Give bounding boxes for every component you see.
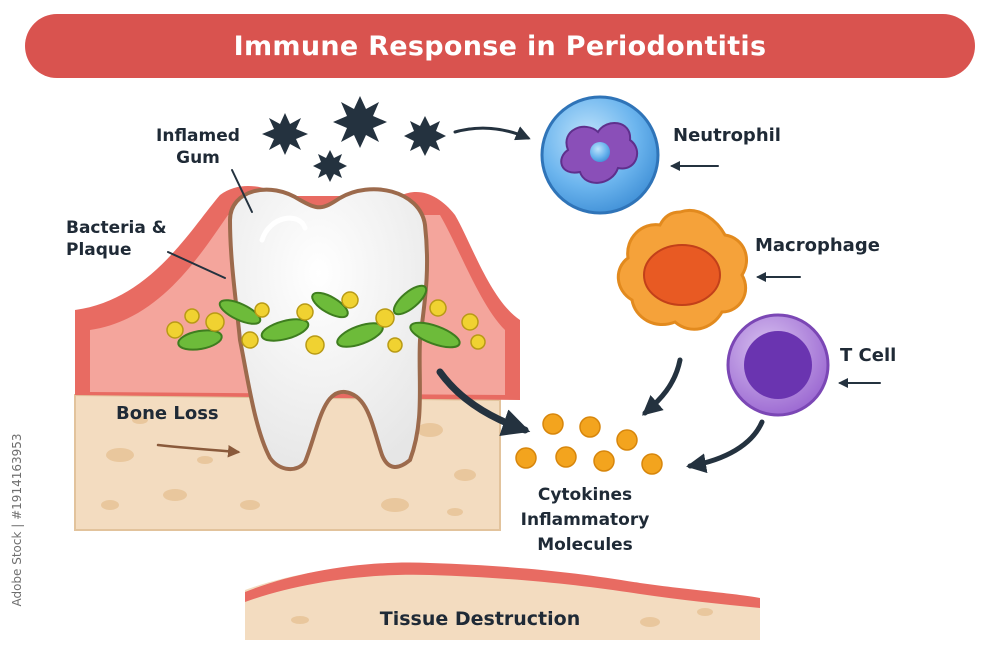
label-tissue-destruction: Tissue Destruction: [379, 608, 581, 630]
cytokine-cluster: [515, 413, 663, 475]
label-cytokines: Cytokines Inflammatory Molecules: [500, 483, 670, 558]
macrophage-cell: [616, 208, 748, 331]
destroyed-tissue-strip: [245, 562, 760, 640]
label-bone-loss: Bone Loss: [116, 403, 219, 424]
label-inflamed-gum-line1: Inflamed: [156, 126, 240, 146]
label-bacteria-plaque: Bacteria & Plaque: [66, 217, 196, 261]
leader-bacteria-plaque: [167, 251, 226, 279]
label-inflamed-gum: Inflamed Gum: [148, 125, 248, 169]
neutrophil-cell: [540, 95, 660, 215]
cytokine-7: [641, 453, 663, 475]
bacterium-2: [333, 96, 387, 148]
diagram-title: Immune Response in Periodontitis: [233, 30, 767, 62]
bacteria-cluster: [262, 96, 446, 182]
arrows: [156, 126, 881, 474]
label-cytokines-line2: Inflammatory: [520, 510, 650, 530]
cytokine-3: [616, 429, 638, 451]
title-banner: Immune Response in Periodontitis: [25, 14, 975, 78]
cytokine-4: [515, 447, 537, 469]
cytokine-5: [555, 446, 577, 468]
label-cytokines-line3: Molecules: [537, 535, 633, 555]
arrow-bacteria-to-neutrophil: [453, 126, 531, 141]
arrow-bone-loss: [156, 443, 241, 458]
stock-watermark-text: Adobe Stock | #1914163953: [10, 433, 24, 607]
label-t-cell: T Cell: [840, 345, 897, 366]
label-macrophage: Macrophage: [755, 235, 880, 256]
cytokine-6: [593, 450, 615, 472]
cytokine-2: [579, 416, 601, 438]
arrow-macrophage-to-cytokines: [641, 357, 683, 416]
t-cell: [726, 313, 830, 417]
label-cytokines-line1: Cytokines: [537, 485, 633, 505]
arrow-tcell-to-cytokines: [686, 419, 765, 474]
label-bacteria-plaque-line1: Bacteria &: [66, 218, 167, 238]
bacterium-4: [313, 150, 347, 182]
leader-inflamed-gum: [231, 169, 253, 213]
bacteria-plaque-band: [166, 284, 486, 355]
stock-watermark: Adobe Stock | #1914163953: [4, 420, 30, 620]
label-neutrophil: Neutrophil: [673, 125, 781, 146]
bacterium-1: [262, 113, 308, 155]
label-bacteria-plaque-line2: Plaque: [66, 240, 132, 260]
bacterium-3: [404, 116, 446, 156]
arrow-plaque-to-cytokines: [436, 368, 531, 436]
label-inflamed-gum-line2: Gum: [176, 148, 220, 168]
tooth: [227, 187, 430, 471]
cytokine-1: [542, 413, 564, 435]
